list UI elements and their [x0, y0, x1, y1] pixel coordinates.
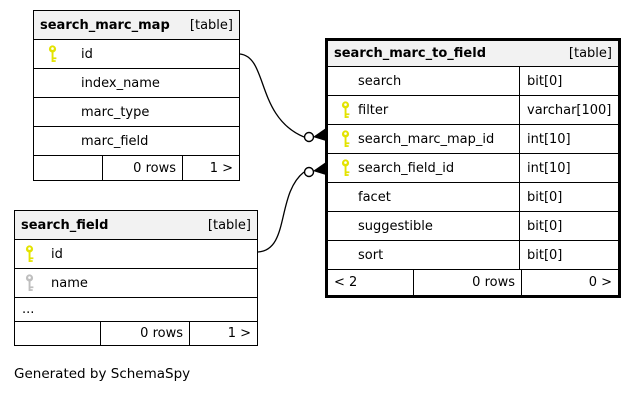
column-row: filter varchar[100]: [328, 96, 618, 125]
table-search-field: search_field [table] id name ...: [14, 210, 258, 346]
table-footer: 0 rows 1 >: [34, 156, 239, 180]
table-tag: [table]: [207, 217, 251, 233]
footer-related-right: 0 >: [588, 275, 612, 290]
primary-key-icon: [340, 130, 352, 148]
primary-key-icon: [24, 245, 36, 263]
column-type: bit[0]: [527, 218, 563, 234]
fk-circle-icon: [303, 131, 315, 143]
column-name: filter: [358, 102, 389, 118]
column-row-ellipsis: ...: [15, 298, 257, 322]
table-footer: < 2 0 rows 0 >: [328, 270, 618, 295]
table-title[interactable]: search_field: [21, 217, 109, 233]
column-row: id: [34, 40, 239, 69]
table-header: search_marc_map [table]: [34, 11, 239, 40]
ellipsis-label: ...: [22, 302, 35, 317]
column-row: search_field_id int[10]: [328, 154, 618, 183]
footer-related-right: 1 >: [227, 326, 251, 341]
table-title[interactable]: search_marc_map: [40, 17, 170, 33]
table-header: search_marc_to_field [table]: [328, 41, 618, 67]
column-row: id: [15, 240, 257, 269]
column-row: marc_field: [34, 127, 239, 156]
table-search-marc-to-field: search_marc_to_field [table] search bit[…: [325, 38, 621, 298]
table-search-marc-map: search_marc_map [table] id index_name ma…: [33, 10, 240, 181]
generated-by-note: Generated by SchemaSpy: [14, 366, 191, 382]
column-name: marc_type: [81, 104, 150, 120]
column-row: facet bit[0]: [328, 183, 618, 212]
column-row: search_marc_map_id int[10]: [328, 125, 618, 154]
column-row: marc_type: [34, 98, 239, 127]
column-name: search_marc_map_id: [358, 131, 495, 147]
footer-row-count: 0 rows: [472, 275, 515, 290]
column-row: suggestible bit[0]: [328, 212, 618, 241]
table-footer: 0 rows 1 >: [15, 322, 257, 345]
fk-circle-icon: [303, 166, 315, 178]
primary-key-icon: [340, 101, 352, 119]
column-type: bit[0]: [527, 73, 563, 89]
column-type: int[10]: [527, 131, 571, 147]
footer-related-left: < 2: [334, 275, 358, 290]
column-row: name: [15, 269, 257, 298]
column-type: varchar[100]: [527, 102, 612, 118]
footer-related-right: 1 >: [209, 160, 233, 176]
column-name: index_name: [81, 75, 160, 91]
fk-edge-search-marc-map: [239, 53, 305, 138]
footer-row-count: 0 rows: [140, 326, 183, 341]
table-title[interactable]: search_marc_to_field: [334, 46, 486, 61]
column-type: bit[0]: [527, 189, 563, 205]
column-name: id: [81, 46, 93, 62]
column-row: search bit[0]: [328, 67, 618, 96]
column-row: sort bit[0]: [328, 241, 618, 270]
column-name: sort: [358, 247, 384, 263]
primary-key-icon: [47, 45, 59, 63]
index-key-icon: [24, 274, 36, 292]
column-name: facet: [358, 189, 391, 205]
column-name: name: [51, 275, 88, 291]
table-tag: [table]: [189, 17, 233, 33]
table-header: search_field [table]: [15, 211, 257, 240]
table-tag: [table]: [568, 46, 612, 61]
primary-key-icon: [340, 159, 352, 177]
column-name: search_field_id: [358, 160, 455, 176]
column-name: search: [358, 73, 402, 89]
column-type: bit[0]: [527, 247, 563, 263]
footer-row-count: 0 rows: [133, 160, 176, 176]
column-name: suggestible: [358, 218, 433, 234]
column-row: index_name: [34, 69, 239, 98]
column-name: id: [51, 246, 63, 262]
column-name: marc_field: [81, 133, 149, 149]
fk-edge-search-field: [257, 171, 305, 253]
column-type: int[10]: [527, 160, 571, 176]
